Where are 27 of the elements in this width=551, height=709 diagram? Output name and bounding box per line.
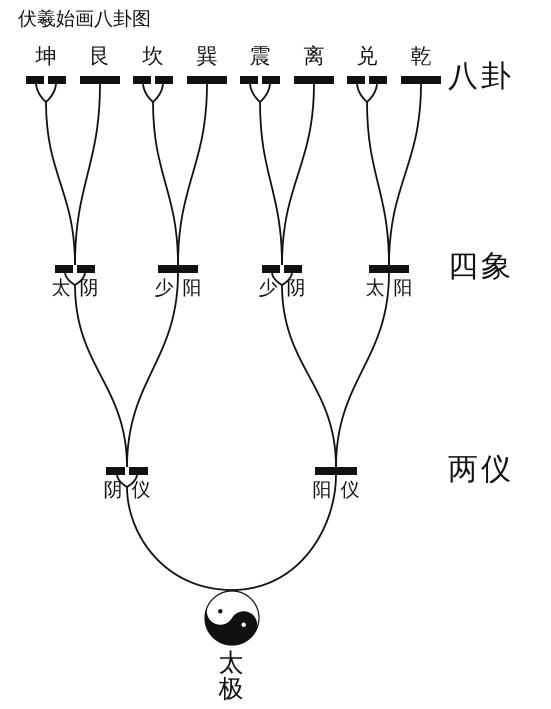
node-label: 少阴 <box>258 279 314 298</box>
connector-line <box>232 474 337 591</box>
trigram-name: 乾 <box>410 46 432 67</box>
trigram-name: 艮 <box>88 46 112 67</box>
node-label: 太极 <box>218 650 244 702</box>
connector-line <box>335 272 390 468</box>
connector-line <box>74 84 101 266</box>
connector-line <box>126 272 179 468</box>
connector-line <box>177 84 208 266</box>
trigram-name: 巽 <box>196 46 218 67</box>
connector-line <box>388 84 422 266</box>
trigram-name: 离 <box>302 46 326 67</box>
node-label: 太阳 <box>366 279 422 298</box>
level-label: 两仪 <box>448 455 514 485</box>
level-label: 八卦 <box>448 62 514 92</box>
trigram-name: 坤 <box>34 46 58 67</box>
node-label: 少阳 <box>154 279 210 298</box>
node-label: 阴仪 <box>104 481 160 500</box>
trigram-name: 兑 <box>356 46 378 67</box>
connector-line <box>116 474 233 591</box>
connector-line <box>281 84 315 266</box>
node-label: 太阴 <box>52 279 108 298</box>
title: 伏羲始画八卦图 <box>18 10 151 29</box>
trigram-name: 坎 <box>142 46 164 67</box>
trigram-name: 震 <box>248 46 272 67</box>
node-label: 阳仪 <box>312 481 368 500</box>
level-label: 四象 <box>448 252 514 282</box>
